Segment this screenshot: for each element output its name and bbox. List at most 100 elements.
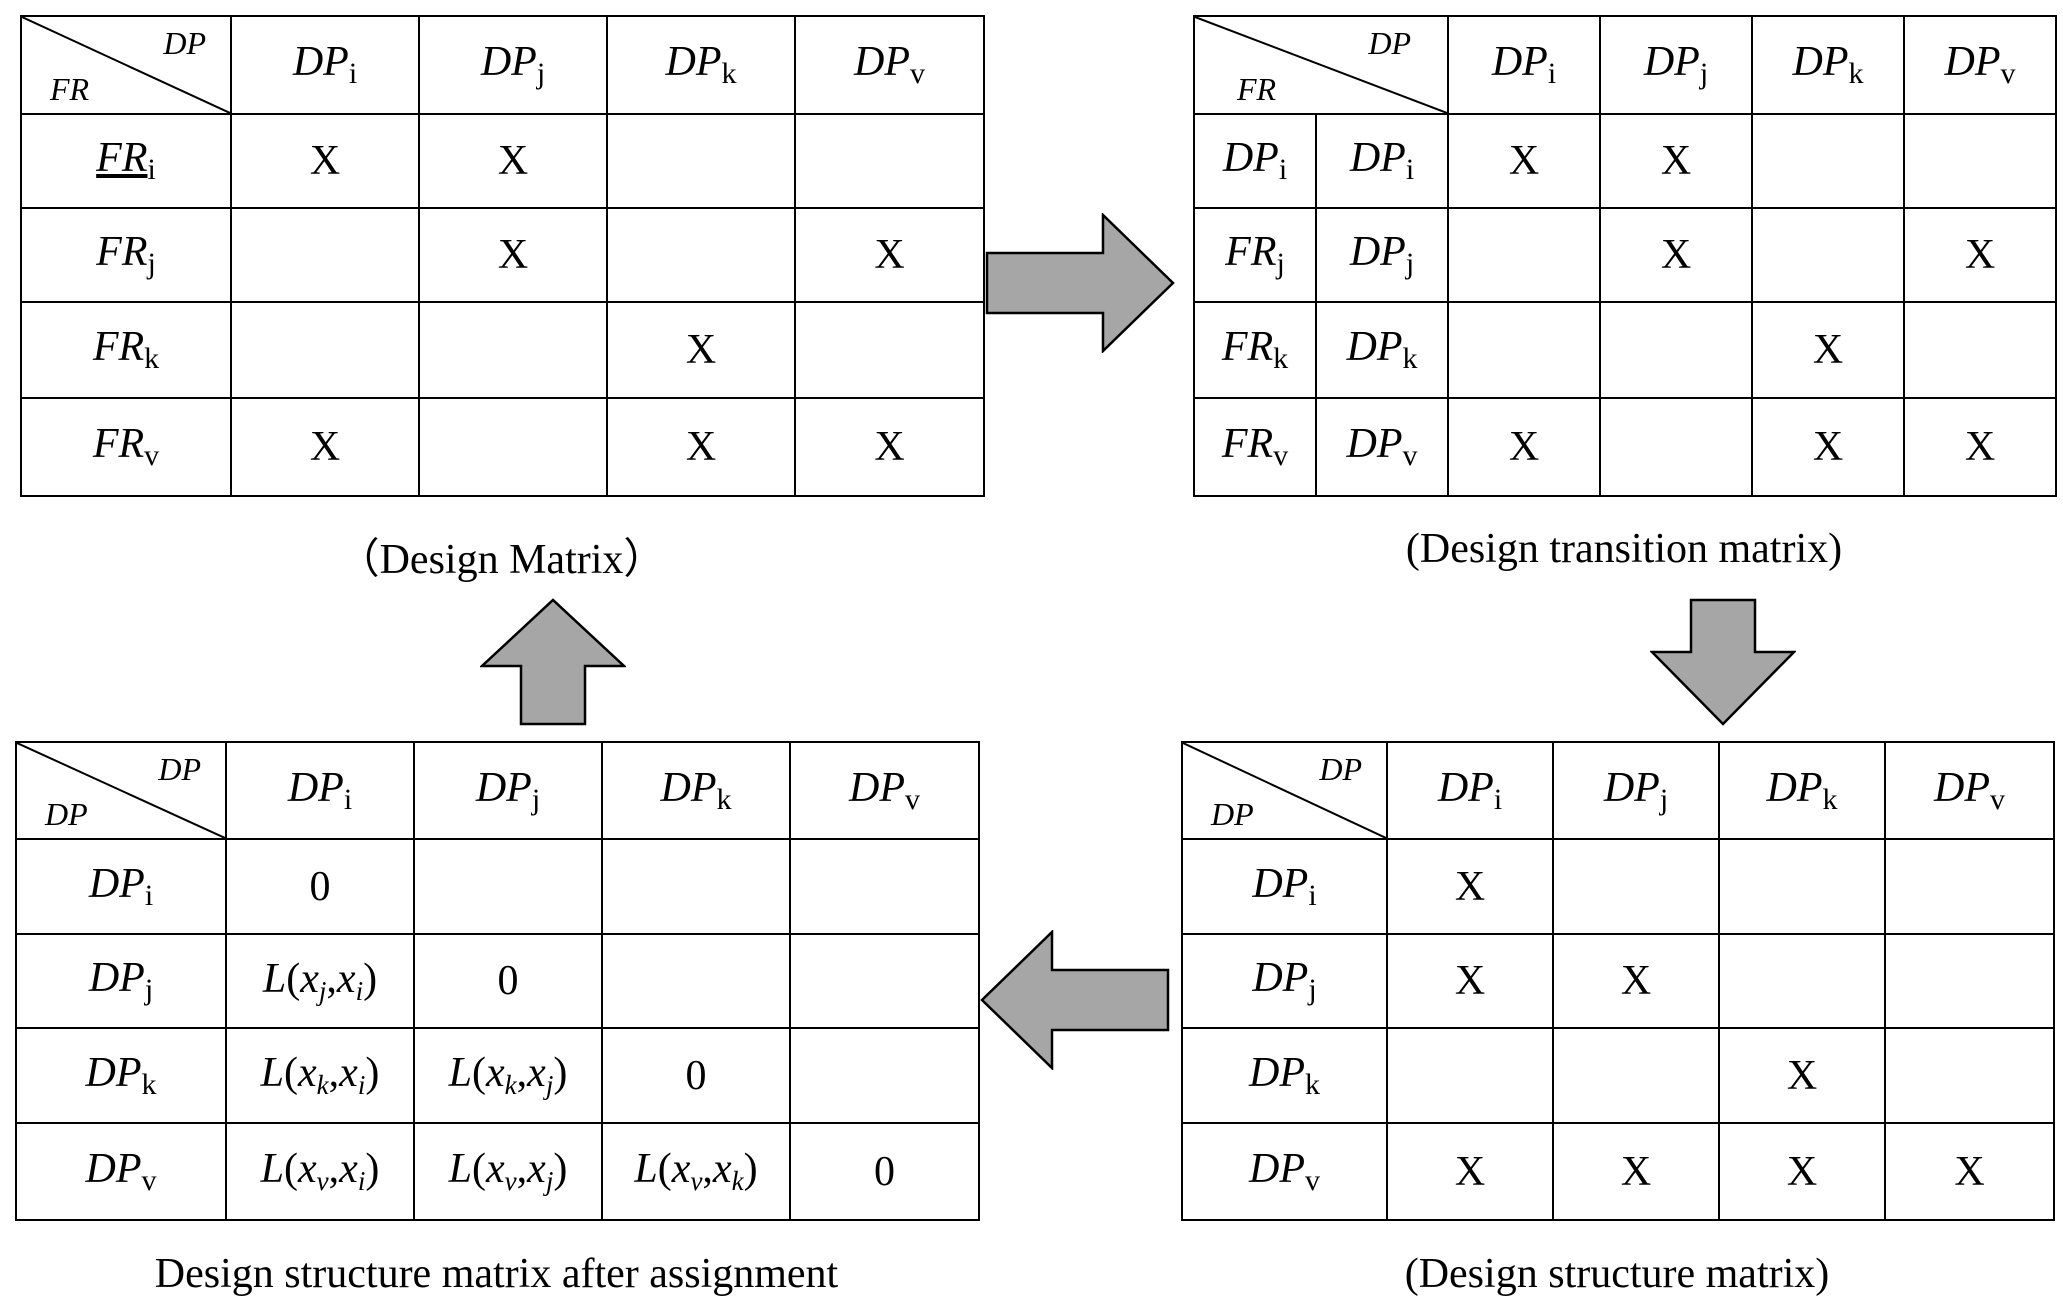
- matrix-cell: X: [1447, 397, 1601, 497]
- matrix-cell: X: [794, 207, 985, 303]
- matrix-cell: 0: [225, 838, 415, 935]
- matrix-cell: [1751, 113, 1905, 209]
- matrix-cell: [601, 838, 791, 935]
- matrix-cell: [1447, 207, 1601, 303]
- matrix-cell: X: [1386, 1122, 1554, 1221]
- row-header-left: FRv: [1193, 397, 1317, 497]
- col-header: DPv: [789, 741, 980, 840]
- design-matrix: DP FR DPi DPj DPk DPv FRi X X FRj X X FR…: [20, 15, 985, 497]
- matrix-cell: [1718, 838, 1886, 935]
- matrix-cell: L(xk,xj): [413, 1027, 603, 1124]
- matrix-cell: [1718, 933, 1886, 1029]
- matrix-cell: [789, 933, 980, 1029]
- row-header: FRi: [20, 113, 232, 209]
- corner-top-label: DP: [163, 25, 206, 61]
- row-header: DPi: [15, 838, 227, 935]
- matrix-cell: X: [1599, 207, 1753, 303]
- matrix-cell: [606, 207, 796, 303]
- col-header: DPj: [418, 15, 608, 115]
- col-header: DPi: [230, 15, 420, 115]
- matrix-cell: [1884, 838, 2055, 935]
- corner-header: DP DP: [15, 741, 227, 840]
- row-header: DPv: [1181, 1122, 1388, 1221]
- matrix-cell: X: [606, 301, 796, 399]
- matrix-cell: X: [1552, 933, 1720, 1029]
- matrix-cell: 0: [601, 1027, 791, 1124]
- matrix-cell: [1884, 933, 2055, 1029]
- matrix-cell: [1599, 397, 1753, 497]
- matrix-cell: [1751, 207, 1905, 303]
- matrix-cell: [601, 933, 791, 1029]
- arrow-right-shape: [985, 213, 1175, 353]
- col-header: DPk: [1718, 741, 1886, 840]
- row-header: DPv: [15, 1122, 227, 1221]
- row-header-left: DPi: [1193, 113, 1317, 209]
- matrix-cell: L(xj,xi): [225, 933, 415, 1029]
- matrix-cell: [230, 207, 420, 303]
- col-header: DPi: [1447, 15, 1601, 115]
- corner-bottom-label: FR: [50, 71, 90, 107]
- row-header-right: DPi: [1315, 113, 1449, 209]
- matrix-cell: X: [606, 397, 796, 497]
- row-header: FRv: [20, 397, 232, 497]
- matrix-cell: [1552, 1027, 1720, 1124]
- corner-header: DP FR: [1193, 15, 1449, 115]
- matrix-cell: [1903, 113, 2057, 209]
- row-header: DPj: [15, 933, 227, 1029]
- matrix-cell: [418, 397, 608, 497]
- matrix-cell: X: [1884, 1122, 2055, 1221]
- arrow-left-icon: [980, 930, 1170, 1070]
- row-header: DPk: [15, 1027, 227, 1124]
- matrix-cell: X: [230, 113, 420, 209]
- matrix-cell: [1884, 1027, 2055, 1124]
- matrix-cell: [1903, 301, 2057, 399]
- structure-matrix-caption: (Design structure matrix): [1404, 1251, 1830, 1297]
- row-header-left: FRj: [1193, 207, 1317, 303]
- matrix-cell: X: [1718, 1122, 1886, 1221]
- col-header: DPk: [1751, 15, 1905, 115]
- matrix-cell: X: [1386, 933, 1554, 1029]
- matrix-cell: L(xv,xi): [225, 1122, 415, 1221]
- corner-header: DP FR: [20, 15, 232, 115]
- matrix-cell: X: [1903, 397, 2057, 497]
- matrix-cell: [789, 1027, 980, 1124]
- matrix-cell: [1599, 301, 1753, 399]
- matrix-cell: X: [230, 397, 420, 497]
- matrix-cell: L(xv,xj): [413, 1122, 603, 1221]
- col-header: DPv: [1903, 15, 2057, 115]
- matrix-cell: 0: [789, 1122, 980, 1221]
- matrix-cell: [794, 301, 985, 399]
- matrix-cell: [418, 301, 608, 399]
- arrow-down-icon: [1650, 598, 1796, 726]
- col-header: DPj: [413, 741, 603, 840]
- matrix-cell: X: [1751, 301, 1905, 399]
- row-header-right: DPk: [1315, 301, 1449, 399]
- arrow-up-icon: [480, 598, 626, 726]
- corner-top-label: DP: [1368, 25, 1411, 61]
- corner-bottom-label: DP: [1211, 796, 1254, 832]
- arrow-down-shape: [1650, 598, 1796, 726]
- matrix-cell: X: [794, 397, 985, 497]
- row-header-right: DPj: [1315, 207, 1449, 303]
- matrix-cell: X: [1751, 397, 1905, 497]
- matrix-cell: X: [1903, 207, 2057, 303]
- matrix-cell: X: [1447, 113, 1601, 209]
- matrix-cell: [1447, 301, 1601, 399]
- row-header: FRk: [20, 301, 232, 399]
- matrix-cell: X: [418, 113, 608, 209]
- matrix-cell: [789, 838, 980, 935]
- row-header-left: FRk: [1193, 301, 1317, 399]
- matrix-cell: [794, 113, 985, 209]
- col-header: DPj: [1552, 741, 1720, 840]
- design-transition-matrix: DP FR DPi DPj DPk DPv DPi DPi X X FRj DP…: [1193, 15, 2057, 497]
- transition-matrix-caption: (Design transition matrix): [1405, 526, 1843, 572]
- col-header: DPi: [1386, 741, 1554, 840]
- col-header: DPv: [1884, 741, 2055, 840]
- assigned-structure-matrix: DP DP DPi DPj DPk DPv DPi 0 DPj L(xj,xi)…: [15, 741, 980, 1221]
- row-header-right: DPv: [1315, 397, 1449, 497]
- matrix-cell: [230, 301, 420, 399]
- matrix-cell: [1552, 838, 1720, 935]
- col-header: DPj: [1599, 15, 1753, 115]
- row-header: DPi: [1181, 838, 1388, 935]
- col-header: DPk: [606, 15, 796, 115]
